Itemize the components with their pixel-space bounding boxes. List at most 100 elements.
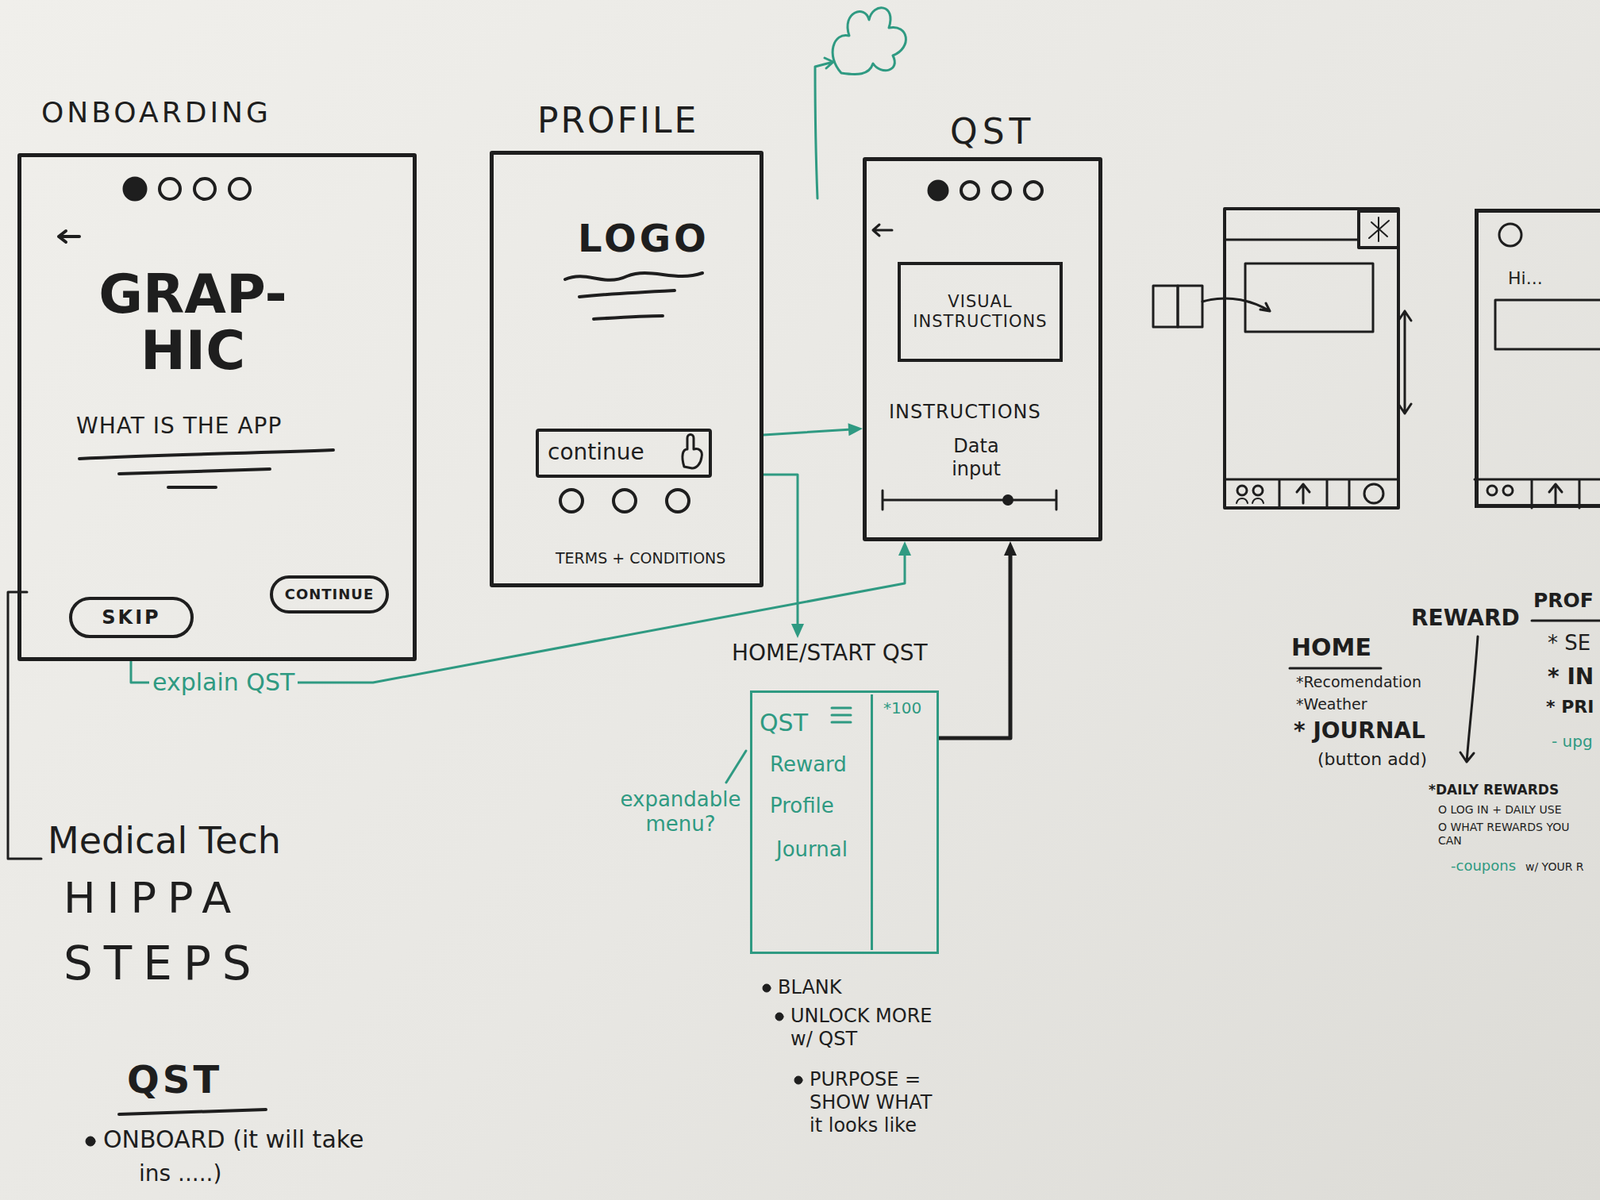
button: CONTINUE — [269, 575, 389, 614]
arrowhead — [898, 541, 912, 556]
page-dot — [159, 178, 181, 200]
flow-arrow — [763, 423, 863, 436]
text-line — [119, 469, 270, 474]
text-line — [579, 290, 675, 297]
phone-frame: ONBOARDINGGRAP- HICWHAT IS THE APPSKIPCO… — [17, 153, 417, 662]
card-icon — [1153, 285, 1178, 327]
icon-box — [1358, 211, 1399, 248]
screen-heading: ONBOARDING — [41, 95, 272, 130]
logo-placeholder: LOGO — [577, 215, 710, 262]
note: * IN — [1547, 663, 1594, 691]
profile-icon — [1364, 484, 1384, 504]
header-line — [1224, 238, 1359, 242]
people-icon — [1253, 485, 1263, 496]
page-dot — [123, 177, 147, 200]
annotation: -coupons — [1450, 857, 1516, 875]
text-line — [168, 485, 216, 489]
greeting: Hi... — [1507, 268, 1543, 289]
page-dot — [613, 489, 636, 512]
section-heading: PROF — [1533, 588, 1594, 613]
section-heading: REWARD — [1411, 604, 1520, 632]
people-icon — [1487, 485, 1497, 496]
note: *DAILY REWARDS — [1428, 781, 1559, 798]
screen-heading: HOME/START QST — [731, 639, 928, 667]
menu-item: Reward — [769, 752, 847, 777]
card — [1245, 263, 1374, 332]
menu-item: Journal — [776, 837, 848, 862]
button-label: CONTINUE — [284, 585, 375, 604]
instructions-text: INSTRUCTIONS — [888, 400, 1042, 424]
arrowhead — [848, 423, 863, 436]
phone-frame: Hi... — [1474, 208, 1600, 508]
note: *Weather — [1296, 695, 1368, 714]
slider — [882, 490, 1057, 510]
page-dot — [666, 489, 689, 512]
profile-icon — [1499, 223, 1522, 247]
page-dot — [961, 181, 979, 200]
page-dot — [1024, 181, 1043, 200]
page-dot — [928, 180, 948, 200]
connector-line — [763, 429, 849, 435]
bullet — [762, 984, 771, 993]
hand-icon — [682, 434, 702, 470]
bullet — [794, 1076, 803, 1085]
note: ONBOARD (it will take — [103, 1125, 365, 1154]
text-line — [79, 450, 334, 459]
page-dot — [194, 178, 216, 200]
flow-arrow — [938, 541, 1017, 739]
button-label: continue — [547, 438, 645, 466]
page-dot — [229, 178, 250, 200]
underline — [1289, 667, 1381, 670]
note: PURPOSE = SHOW WHAT it looks like — [809, 1068, 949, 1137]
people-icon — [1237, 485, 1247, 496]
side-menu: QSTRewardProfileJournal — [753, 694, 874, 950]
menu-icon — [831, 707, 851, 723]
connector-line — [938, 555, 1011, 739]
people-icon — [1503, 485, 1513, 496]
image-box: VISUAL INSTRUCTIONS — [897, 261, 1063, 362]
note: w/ YOUR R — [1525, 860, 1585, 874]
points-count: *100 — [883, 698, 922, 718]
leader-line — [726, 750, 747, 783]
edge-label: explain QST — [149, 668, 298, 697]
bracket — [7, 592, 42, 859]
phone-frame: QSTINSTRUCTIONSData inputVISUAL INSTRUCT… — [862, 157, 1103, 542]
page-dot — [560, 489, 583, 512]
arrow — [1460, 636, 1478, 762]
up-icon — [1296, 484, 1310, 504]
underline — [119, 1109, 266, 1115]
box-label: VISUAL INSTRUCTIONS — [908, 292, 1052, 332]
bullet — [775, 1012, 784, 1021]
note: * JOURNAL — [1293, 717, 1426, 745]
note: HIPPA — [63, 873, 243, 925]
screen-heading: QST — [950, 111, 1035, 154]
note: * SE — [1547, 630, 1591, 656]
app-description: WHAT IS THE APP — [76, 412, 282, 440]
button: SKIP — [69, 596, 194, 639]
terms-link: TERMS + CONDITIONS — [555, 549, 726, 568]
note: BLANK — [777, 976, 843, 1000]
note: * PRI — [1546, 696, 1594, 718]
note: Medical Tech — [47, 819, 281, 863]
arrowhead — [791, 623, 804, 639]
green-arrow — [815, 57, 834, 199]
section-heading: QST — [126, 1057, 223, 1104]
connector-line — [763, 474, 798, 624]
up-icon — [1549, 484, 1562, 504]
nav-bar — [1474, 479, 1600, 508]
back-arrow — [58, 230, 80, 243]
star-icon — [1369, 217, 1389, 242]
button: continue — [535, 428, 712, 478]
section-heading: HOME — [1291, 633, 1372, 662]
annotation: - upg — [1551, 731, 1593, 751]
nav-bar — [1224, 479, 1399, 508]
underline — [1531, 619, 1600, 623]
note: O WHAT REWARDS YOU CAN — [1438, 820, 1589, 848]
arrowhead — [1003, 541, 1017, 556]
note: UNLOCK MORE w/ QST — [790, 1004, 950, 1051]
graphic-placeholder: GRAP- HIC — [89, 265, 297, 380]
data-input-label: Data input — [928, 434, 1024, 481]
note: STEPS — [63, 936, 263, 993]
card-icon — [1177, 285, 1203, 327]
